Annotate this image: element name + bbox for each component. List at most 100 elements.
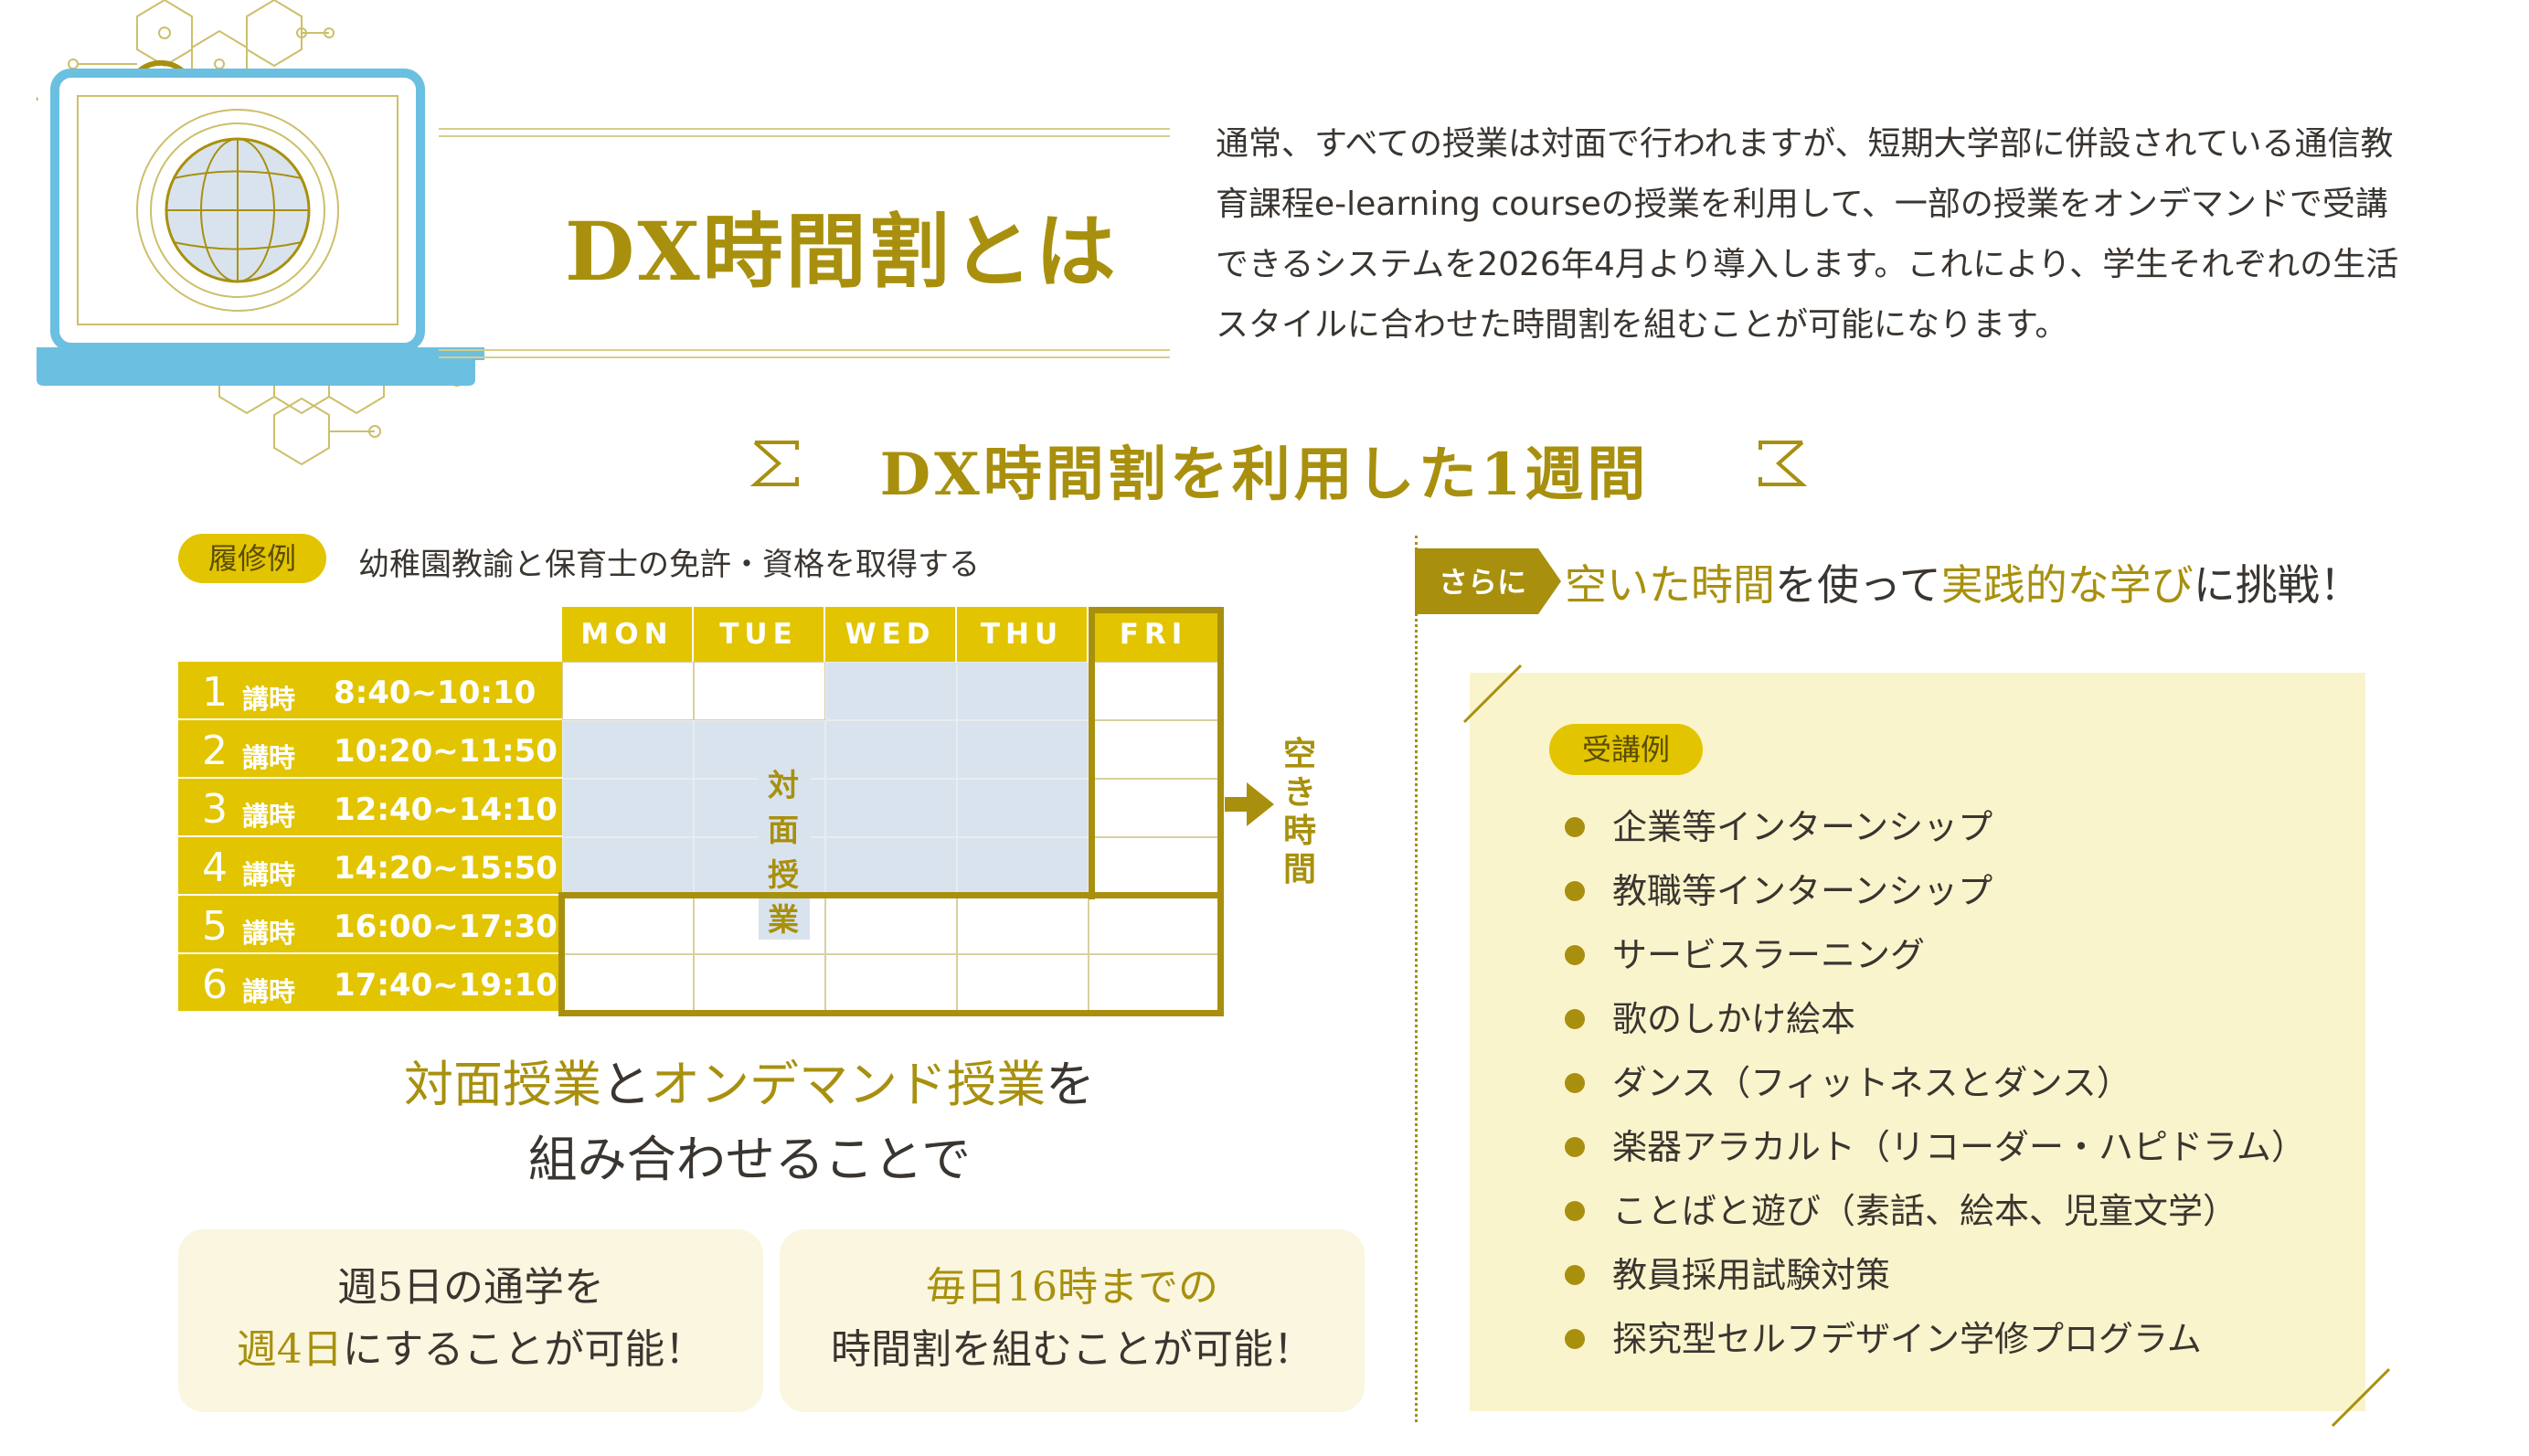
timetable-cell-face xyxy=(957,720,1089,779)
period-number: 1 xyxy=(202,669,228,716)
period-row-1: 1 講時 8:40~10:10 xyxy=(178,662,562,720)
timetable-cell xyxy=(957,954,1089,1013)
more-tag-label: さらに xyxy=(1438,565,1526,600)
timetable-cell xyxy=(562,954,694,1013)
benefit-line: 週4日にすることが可能！ xyxy=(178,1319,763,1381)
laptop-globe-icon xyxy=(37,69,484,386)
timetable-cell xyxy=(825,896,957,954)
day-header-tue: TUE xyxy=(694,607,825,662)
face-to-face-label: 対面授業 xyxy=(759,760,810,940)
period-number: 6 xyxy=(202,962,228,1008)
period-time: 8:40~10:10 xyxy=(334,675,537,711)
day-header-fri: FRI xyxy=(1089,607,1220,662)
period-number: 5 xyxy=(202,903,228,950)
sigma-ornament-right xyxy=(1759,441,1808,486)
period-time: 14:20~15:50 xyxy=(334,850,558,887)
list-item: ダンス（フィットネスとダンス） xyxy=(1565,1051,2306,1115)
period-time: 17:40~19:10 xyxy=(334,967,558,1004)
combine-line-2: 組み合わせることで xyxy=(527,1131,972,1188)
day-header-mon: MON xyxy=(562,607,694,662)
sigma-ornament-left xyxy=(749,441,799,486)
period-number: 2 xyxy=(202,728,228,774)
course-example-panel xyxy=(1470,673,2365,1411)
period-number: 4 xyxy=(202,845,228,891)
course-example-badge: 受講例 xyxy=(1549,724,1703,775)
timetable-cell xyxy=(1089,896,1220,954)
page-title: DX時間割とは xyxy=(565,204,1119,299)
timetable-cell-face xyxy=(562,837,694,896)
benefit-line: 時間割を組むことが可能！ xyxy=(831,1326,1313,1373)
challenge-heading: 空いた時間を使って実践的な学びに挑戦！ xyxy=(1565,552,2362,612)
period-koji: 講時 xyxy=(242,742,296,773)
timetable-cell xyxy=(562,896,694,954)
list-item: 教員採用試験対策 xyxy=(1565,1243,2306,1307)
timetable-cell xyxy=(562,662,694,720)
corner-slash-bottom-right xyxy=(2331,1367,2391,1428)
period-time: 12:40~14:10 xyxy=(334,792,558,828)
challenge-emphasis: 実践的な学び xyxy=(1940,560,2194,610)
list-item: 楽器アラカルト（リコーダー・ハピドラム） xyxy=(1565,1115,2306,1179)
challenge-text: に挑戦！ xyxy=(2193,560,2362,610)
period-row-3: 3 講時 12:40~14:10 xyxy=(178,779,562,837)
arrow-right-icon xyxy=(1225,782,1274,826)
list-item: 歌のしかけ絵本 xyxy=(1565,987,2306,1051)
emphasis-face: 対面授業 xyxy=(404,1056,601,1113)
free-time-outline-friday xyxy=(1089,607,1224,899)
free-time-label: 空き時間 xyxy=(1282,736,1316,888)
period-koji: 講時 xyxy=(242,801,296,832)
timetable-cell-face xyxy=(825,720,957,779)
list-item: 企業等インターンシップ xyxy=(1565,795,2306,859)
timetable-cell-face xyxy=(825,837,957,896)
day-header-wed: WED xyxy=(825,607,957,662)
benefit-emphasis: 毎日16時までの xyxy=(926,1264,1218,1311)
period-time: 10:20~11:50 xyxy=(334,733,558,770)
list-item: ことばと遊び（素話、絵本、児童文学） xyxy=(1565,1179,2306,1243)
list-item: 探究型セルフデザイン学修プログラム xyxy=(1565,1307,2306,1371)
timetable-cell-face xyxy=(562,779,694,837)
timetable-cell xyxy=(825,954,957,1013)
combine-statement: 対面授業とオンデマンド授業を 組み合わせることで xyxy=(178,1047,1321,1197)
section-divider xyxy=(1415,536,1418,1422)
day-header-thu: THU xyxy=(957,607,1089,662)
list-item: サービスラーニング xyxy=(1565,923,2306,987)
period-time: 16:00~17:30 xyxy=(334,909,558,945)
period-koji: 講時 xyxy=(242,918,296,949)
period-row-4: 4 講時 14:20~15:50 xyxy=(178,837,562,896)
period-koji: 講時 xyxy=(242,976,296,1007)
timetable-cell xyxy=(694,662,825,720)
period-number: 3 xyxy=(202,786,228,833)
emphasis-on-demand: オンデマンド授業 xyxy=(651,1056,1046,1113)
timetable-cell-face xyxy=(825,662,957,720)
example-description: 幼稚園教諭と保育士の免許・資格を取得する xyxy=(358,547,980,583)
challenge-text: を使って xyxy=(1775,560,1941,610)
title-rule-top xyxy=(439,128,1170,137)
more-tag-shape xyxy=(1415,548,1561,614)
timetable-cell xyxy=(1089,779,1220,837)
period-koji: 講時 xyxy=(242,684,296,715)
combine-line-1: 対面授業とオンデマンド授業を xyxy=(178,1047,1321,1122)
combine-particle: と xyxy=(601,1056,651,1113)
benefit-text: にすることが可能！ xyxy=(342,1326,706,1373)
period-row-2: 2 講時 10:20~11:50 xyxy=(178,720,562,779)
timetable-cell-face xyxy=(825,779,957,837)
period-row-6: 6 講時 17:40~19:10 xyxy=(178,954,562,1013)
course-list: 企業等インターンシップ 教職等インターンシップ サービスラーニング 歌のしかけ絵… xyxy=(1565,795,2306,1371)
combine-particle: を xyxy=(1046,1056,1095,1113)
example-badge: 履修例 xyxy=(178,534,326,583)
timetable-cell xyxy=(1089,662,1220,720)
intro-text: 通常、すべての授業は対面で行われますが、短期大学部に併設されている通信教育課程e… xyxy=(1216,125,2399,344)
timetable-cell xyxy=(1089,720,1220,779)
benefit-emphasis: 週4日 xyxy=(236,1326,343,1373)
timetable-cell-face xyxy=(957,837,1089,896)
timetable-cell-face xyxy=(957,779,1089,837)
period-koji: 講時 xyxy=(242,859,296,890)
benefit-card-schedule: 毎日16時までの 時間割を組むことが可能！ xyxy=(780,1229,1365,1412)
title-rule-bottom xyxy=(439,349,1170,358)
list-item: 教職等インターンシップ xyxy=(1565,859,2306,923)
free-time-outline-evening xyxy=(558,892,1224,1016)
timetable-cell-face xyxy=(957,662,1089,720)
corner-slash-top-left xyxy=(1462,664,1523,724)
week-heading: DX時間割を利用した1週間 xyxy=(879,441,1650,509)
timetable-cell xyxy=(957,896,1089,954)
benefit-card-commute: 週5日の通学を 週4日にすることが可能！ xyxy=(178,1229,763,1412)
